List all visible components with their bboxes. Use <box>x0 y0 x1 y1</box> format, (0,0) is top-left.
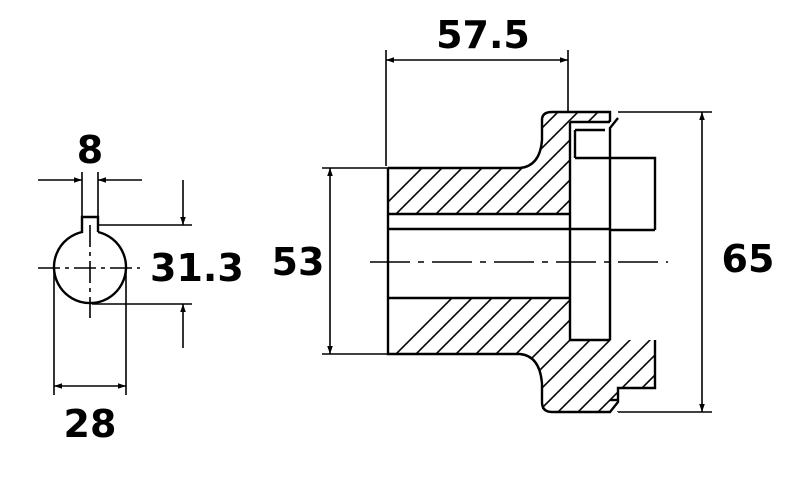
section-view: 57.5 53 65 <box>272 13 775 414</box>
flange-diameter-label: 65 <box>722 237 775 281</box>
end-view: 8 31.3 28 <box>38 128 244 446</box>
key-width-label: 8 <box>77 128 103 172</box>
upper-hatch <box>388 112 610 214</box>
bore-diameter-label: 28 <box>64 402 117 446</box>
key-depth-label: 31.3 <box>150 246 244 290</box>
bore-profile <box>52 215 128 305</box>
lower-hatch <box>388 298 655 412</box>
overall-length-label: 57.5 <box>436 13 530 57</box>
hub-diameter-label: 53 <box>272 240 325 284</box>
